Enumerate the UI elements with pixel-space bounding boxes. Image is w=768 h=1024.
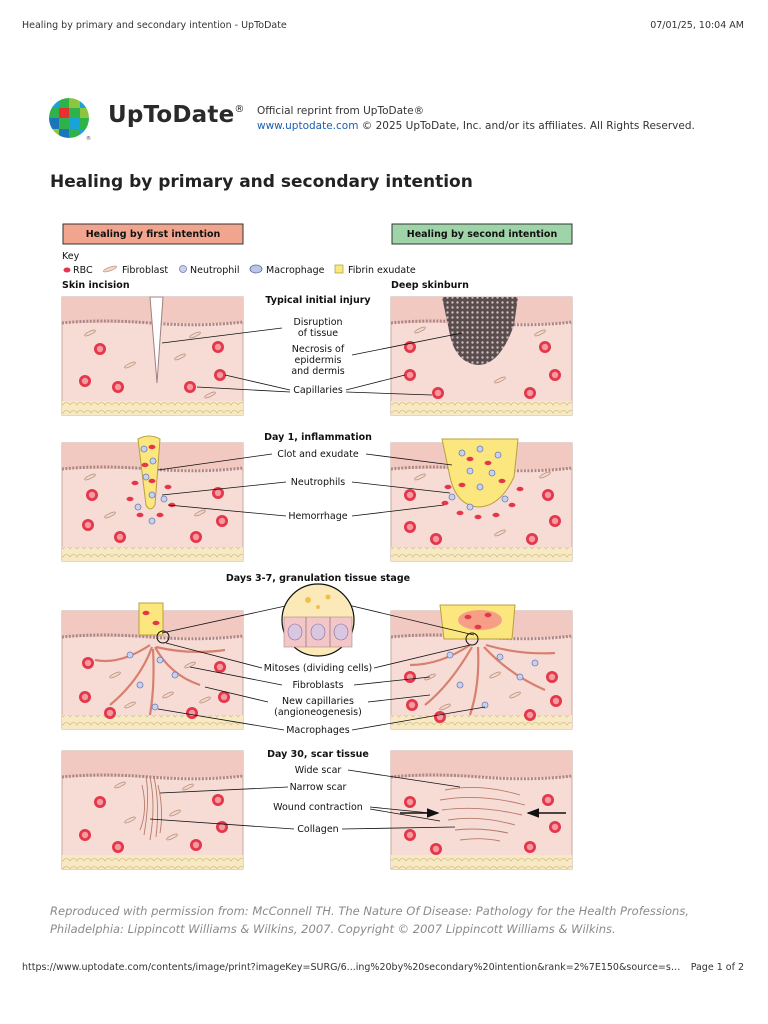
print-datetime: 07/01/25, 10:04 AM	[650, 20, 744, 31]
copyright-line: www.uptodate.com © 2025 UpToDate, Inc. a…	[257, 120, 695, 132]
stage1-right-panel	[390, 296, 573, 416]
stage1-left-panel	[61, 296, 244, 416]
stage2-leader-lines	[157, 453, 453, 517]
stage3-title: Days 3-7, granulation tissue stage	[226, 573, 410, 584]
stage2-right-panel	[390, 438, 573, 562]
stage4-right-panel	[390, 750, 573, 870]
label-macrophages: Macrophages	[286, 725, 349, 736]
key-neutrophil: Neutrophil	[190, 265, 240, 276]
key-rbc: RBC	[73, 265, 93, 276]
figure-caption: Reproduced with permission from: McConne…	[50, 904, 689, 936]
second-intention-header	[391, 223, 573, 245]
key-legend: RBC Fibroblast Neutrophil Macrophage Fib…	[63, 264, 416, 276]
label-hemorrhage: Hemorrhage	[288, 511, 347, 522]
label-clot-exudate: Clot and exudate	[277, 449, 359, 460]
label-mitoses: Mitoses (dividing cells)	[264, 663, 373, 674]
key-fibrin-exudate: Fibrin exudate	[348, 265, 416, 276]
label-disruption-line2: of tissue	[298, 328, 338, 339]
label-wide-scar: Wide scar	[295, 765, 342, 776]
label-necrosis-line1: Necrosis of	[292, 344, 345, 355]
label-narrow-scar: Narrow scar	[290, 782, 347, 793]
label-neutrophils: Neutrophils	[291, 477, 346, 488]
label-wound-contraction: Wound contraction	[273, 802, 363, 813]
label-fibroblasts: Fibroblasts	[292, 680, 343, 691]
stage3-leader-lines	[157, 642, 486, 731]
label-necrosis-line2: epidermis	[295, 355, 342, 366]
print-page-title: Healing by primary and secondary intenti…	[22, 20, 287, 31]
stage3-left-panel	[61, 602, 244, 730]
label-disruption-line1: Disruption	[293, 317, 342, 328]
label-necrosis-line3: and dermis	[291, 366, 344, 377]
label-collagen: Collagen	[297, 824, 338, 835]
key-rbc-swatch	[63, 267, 71, 273]
key-title: Key	[62, 251, 80, 262]
label-capillaries: Capillaries	[293, 385, 343, 396]
stage4-leader-lines	[149, 769, 461, 830]
svg-text:®: ®	[86, 135, 91, 141]
page-number: Page 1 of 2	[690, 962, 744, 973]
key-fibroblast: Fibroblast	[122, 265, 168, 276]
reprint-line: Official reprint from UpToDate®	[257, 105, 425, 117]
mitosis-magnifier	[161, 583, 475, 657]
stage1-title: Typical initial injury	[265, 295, 371, 306]
stage4-left-panel	[61, 750, 244, 870]
deep-skinburn-title: Deep skinburn	[391, 280, 469, 291]
skin-incision-title: Skin incision	[62, 280, 130, 291]
first-intention-header	[62, 223, 244, 245]
key-neutrophil-swatch	[179, 265, 187, 273]
second-intention-title: Healing by second intention	[407, 229, 558, 240]
key-macrophage: Macrophage	[266, 265, 325, 276]
label-new-capillaries-line1: New capillaries	[282, 696, 354, 707]
key-fibroblast-swatch	[103, 265, 117, 273]
uptodate-link[interactable]: www.uptodate.com	[257, 120, 359, 132]
stage4-title: Day 30, scar tissue	[267, 749, 369, 760]
uptodate-logo-icon: ®	[49, 98, 91, 141]
stage3-right-panel	[390, 604, 573, 730]
page-title: Healing by primary and secondary intenti…	[50, 172, 473, 192]
stage1-leader-lines	[161, 327, 463, 396]
stage2-title: Day 1, inflammation	[264, 432, 372, 443]
stage2-left-panel	[61, 435, 244, 562]
reprint-notice: Official reprint from UpToDate® www.upto…	[257, 104, 695, 134]
key-fibrin-swatch	[334, 264, 344, 274]
brand-name: UpToDate®	[108, 102, 245, 128]
healing-diagram: Healing by first intention Healing by se…	[61, 223, 573, 870]
print-url: https://www.uptodate.com/contents/image/…	[22, 962, 682, 973]
label-new-capillaries-line2: (angioneogenesis)	[274, 707, 362, 718]
key-macrophage-swatch	[249, 264, 263, 274]
first-intention-title: Healing by first intention	[86, 229, 221, 240]
